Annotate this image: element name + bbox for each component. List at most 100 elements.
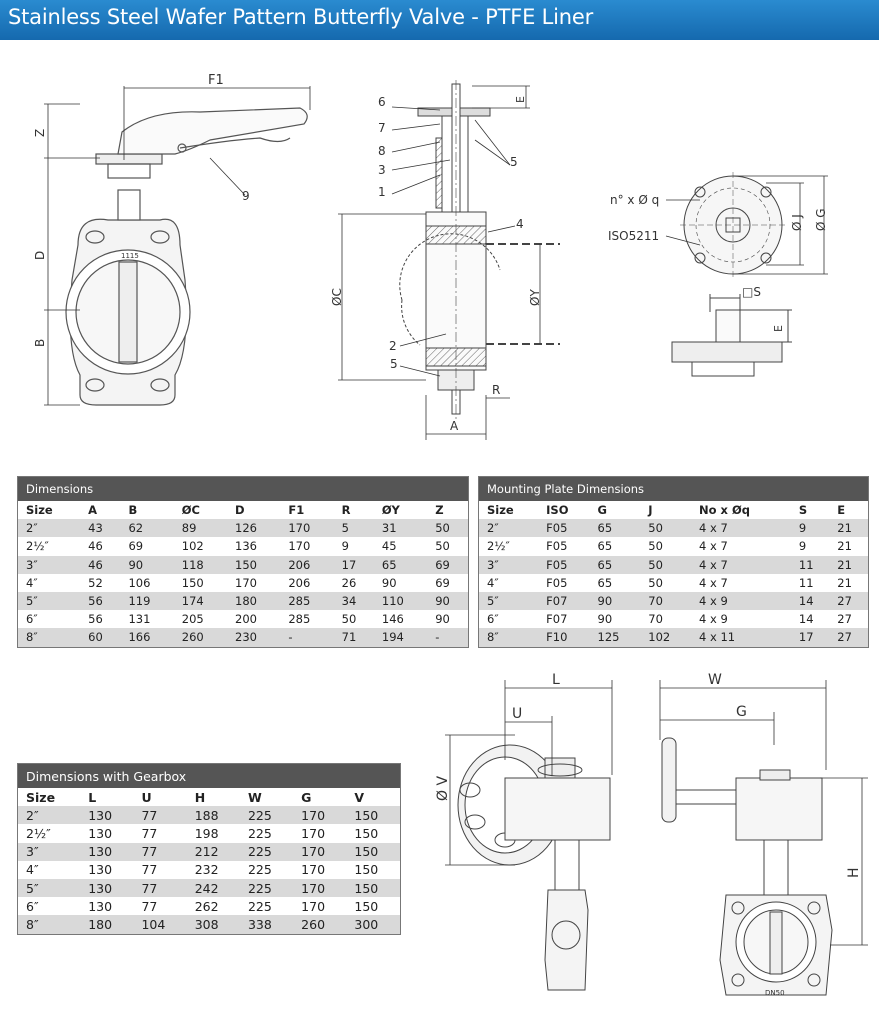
label-5-top: 5 [510,155,518,169]
label-9: 9 [242,189,250,203]
table-cell: 69 [427,555,469,574]
column-header: E [829,501,869,520]
table-cell: 4″ [17,860,81,879]
label-6: 6 [378,95,386,109]
table-cell: 131 [120,610,174,629]
gearbox-side-dimension-lines [445,680,613,866]
table-cell: 119 [120,591,174,611]
table-cell: 11 [790,573,830,592]
mounting-plate-top-view [680,172,786,278]
column-header: ØC [173,501,228,520]
column-header: G [293,788,347,807]
label-iso5211: ISO5211 [608,229,659,243]
table-cell: 6″ [17,610,81,629]
label-4: 4 [516,217,524,231]
table-cell: 50 [640,519,692,538]
table-cell: 225 [239,842,294,861]
table-cell: 9 [790,537,830,556]
table-cell: 27 [829,610,869,629]
table-cell: F05 [538,555,590,574]
table-cell: 69 [120,537,174,556]
table-cell: 232 [186,860,240,879]
table-cell: F05 [538,573,590,592]
label-1: 1 [378,185,386,199]
table-cell: 260 [293,915,347,934]
mounting-caption: Mounting Plate Dimensions [478,476,869,501]
table-cell: 90 [427,610,469,629]
table-cell: 130 [80,878,134,898]
table-cell: 212 [186,842,240,861]
label-8: 8 [378,144,386,158]
table-cell: 9 [790,519,830,538]
table-cell: 130 [80,860,134,879]
label-g: G [736,704,747,720]
label-e-top: E [514,96,527,103]
table-cell: 11 [790,555,830,574]
table-cell: 31 [373,519,428,538]
table-cell: 46 [80,555,121,574]
table-cell: 225 [239,878,294,898]
table-cell: 50 [640,573,692,592]
table-cell: 146 [373,610,428,629]
table-cell: 125 [589,628,641,647]
table-cell: 4 x 11 [691,628,791,647]
table-cell: 56 [80,610,121,629]
section-dimension-lines [338,85,541,440]
table-cell: 170 [293,860,347,879]
table-cell: 242 [186,878,240,898]
label-2: 2 [389,339,397,353]
label-l: L [552,672,560,688]
table-cell: - [427,628,469,647]
table-cell: 71 [333,628,374,647]
dn-marking: DN50 [765,989,785,997]
column-header: No x Øq [691,501,791,520]
table-cell: - [280,628,334,647]
mounting-plate-dimension-lines [665,175,828,275]
table-cell: 126 [227,519,281,538]
label-h: H [846,867,862,878]
table-cell: 5 [333,519,374,538]
table-cell: 21 [829,519,869,538]
table-cell: 104 [133,915,187,934]
table-cell: 174 [173,591,228,611]
table-cell: 65 [589,573,641,592]
column-header: W [239,788,294,807]
table-cell: 21 [829,573,869,592]
table-cell: 262 [186,897,240,916]
gearbox-side-view [457,744,611,991]
table-cell: 136 [227,537,281,556]
table-cell: 205 [173,610,228,629]
table-cell: 50 [427,519,469,538]
table-cell: 21 [829,555,869,574]
table-cell: 90 [373,573,428,592]
label-oc: ØC [330,288,344,306]
table-cell: 5″ [478,591,539,611]
table-cell: 4 x 9 [691,610,791,629]
table-cell: 4 x 7 [691,537,791,556]
label-d: D [33,251,47,260]
dimensions-caption: Dimensions [17,476,469,501]
table-cell: 46 [80,537,121,556]
label-b: B [33,339,47,347]
table-cell: 90 [120,555,174,574]
table-cell: 65 [373,555,428,574]
column-header: ØY [373,501,428,520]
table-cell: 170 [293,842,347,861]
lever-valve-front-view [65,107,308,406]
table-cell: F07 [538,610,590,629]
column-header: S [790,501,830,520]
table-cell: 65 [589,555,641,574]
